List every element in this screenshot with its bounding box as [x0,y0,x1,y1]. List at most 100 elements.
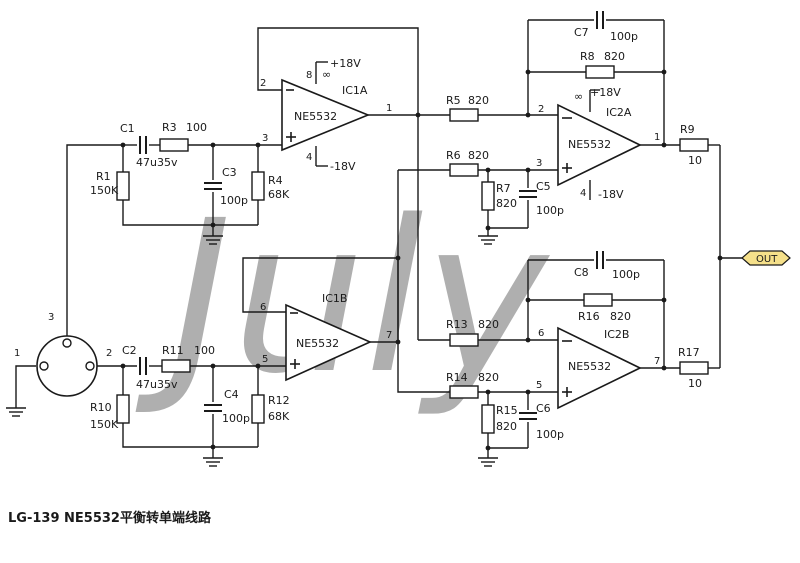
r3-value: 100 [186,121,207,134]
ic1a-pin-noninv: 3 [262,133,268,144]
r17-ref: R17 [678,346,700,359]
r7-ref: R7 [496,182,511,195]
resistor-r16 [583,293,613,307]
ic2b-part: NE5532 [568,360,611,373]
opamp-ic2b [557,326,642,410]
ic1a-inf: ∞ [322,68,331,81]
r8-ref: R8 [580,50,595,63]
resistor-r3 [159,138,189,152]
r4-ref: R4 [268,174,283,187]
r15-value: 820 [496,420,517,433]
r12-ref: R12 [268,394,290,407]
resistor-r14 [449,385,479,399]
junction-dots [120,69,723,451]
capacitor-c5 [519,190,537,198]
xlr-connector-icon [36,335,98,397]
resistor-r7 [481,181,495,211]
ground-symbols [6,235,498,467]
c5-value: 100p [536,204,564,217]
watermark-text: July [135,175,550,420]
ic2a-inf: ∞ [574,90,583,103]
ic1a-pin-vee: 4 [306,152,312,163]
ground-icon [203,235,223,245]
c2-value: 47u35v [136,378,178,391]
labels: IC1A NE5532 +18V ∞ -18V 2 3 1 8 4 IC1B N… [8,26,702,526]
c4-value: 100p [222,412,250,425]
resistor-r10 [116,394,130,424]
ic1a-name: IC1A [342,84,368,97]
opamp-ic2a [557,103,642,187]
r11-value: 100 [194,344,215,357]
resistor-r1 [116,171,130,201]
xlr-pin1-label: 1 [14,348,20,359]
ic1a-pin-inv: 2 [260,78,266,89]
r9-ref: R9 [680,123,695,136]
r7-value: 820 [496,197,517,210]
r8-value: 820 [604,50,625,63]
opamp-ic1b [285,303,372,382]
ic1b-pin-noninv: 5 [262,354,268,365]
r10-ref: R10 [90,401,112,414]
resistor-r12 [251,394,265,424]
r16-value: 820 [610,310,631,323]
ic2a-vminus: -18V [598,188,624,201]
c8-ref: C8 [574,266,589,279]
ic2b-pin-inv: 6 [538,328,544,339]
r1-value: 150K [90,184,119,197]
diagram-caption: LG-139 NE5532平衡转单端线路 [8,510,212,526]
ic1a-part: NE5532 [294,110,337,123]
c6-value: 100p [536,428,564,441]
r3-ref: R3 [162,121,177,134]
ic2a-part: NE5532 [568,138,611,151]
xlr-pin3-label: 3 [48,312,54,323]
r12-value: 68K [268,410,290,423]
resistor-r13 [449,333,479,347]
resistor-r6 [449,163,479,177]
r5-value: 820 [468,94,489,107]
ic1a-vplus: +18V [330,57,361,70]
opamp-ic1a [281,78,371,152]
ic2b-name: IC2B [604,328,629,341]
capacitor-c7 [596,11,604,29]
c3-ref: C3 [222,166,237,179]
ic1b-name: IC1B [322,292,347,305]
c6-ref: C6 [536,402,551,415]
r13-ref: R13 [446,318,468,331]
capacitor-c4 [204,404,222,412]
resistor-r5 [449,108,479,122]
ic1a-pin-out: 1 [386,103,392,114]
resistor-r4 [251,171,265,201]
c4-ref: C4 [224,388,239,401]
c1-value: 47u35v [136,156,178,169]
r1-ref: R1 [96,170,111,183]
capacitor-c6 [519,412,537,420]
capacitor-c3 [204,182,222,190]
r9-value: 10 [688,154,702,167]
ic2a-pin-out: 1 [654,132,660,143]
ground-icon [203,457,223,467]
ic2b-pin-noninv: 5 [536,380,542,391]
capacitor-c2 [139,357,147,375]
r13-value: 820 [478,318,499,331]
output-label: OUT [756,254,778,265]
xlr-pin2-label: 2 [106,348,112,359]
c5-ref: C5 [536,180,551,193]
capacitor-c1 [139,136,147,154]
r10-value: 150K [90,418,119,431]
r14-ref: R14 [446,371,468,384]
capacitor-c8 [596,251,604,269]
r6-value: 820 [468,149,489,162]
r11-ref: R11 [162,344,184,357]
ic2a-pin-inv: 2 [538,104,544,115]
c7-value: 100p [610,30,638,43]
ic1b-pin-inv: 6 [260,302,266,313]
ic2b-pin-out: 7 [654,356,660,367]
ic1b-part: NE5532 [296,337,339,350]
ic1a-pin-vcc: 8 [306,70,312,81]
r6-ref: R6 [446,149,461,162]
resistor-r15 [481,404,495,434]
c7-ref: C7 [574,26,589,39]
resistor-r11 [161,359,191,373]
resistor-r9 [679,138,709,152]
